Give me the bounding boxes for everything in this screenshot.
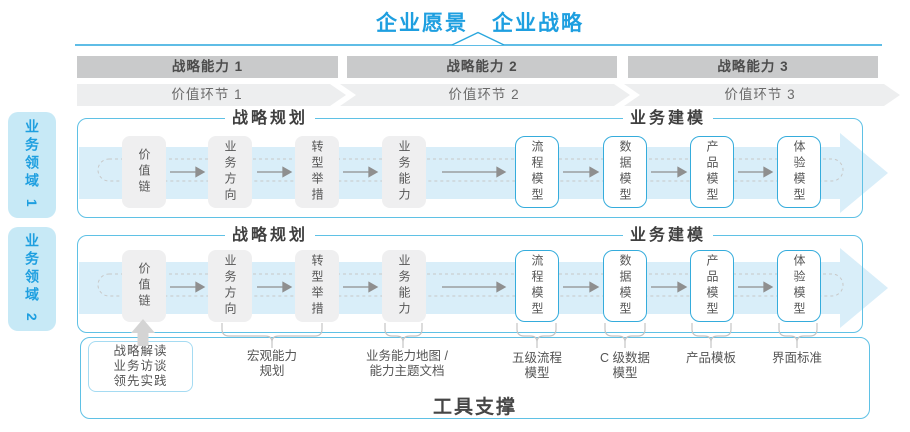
annotation-label-process-model: 五级流程 模型 [511,351,562,380]
model-box-business-direction: 业务方向 [208,136,252,208]
section-header-planning: 战略规划 [225,110,315,128]
domain-label-1: 业务领域 1 [8,112,56,218]
page-title: 企业愿景 企业战略 [50,7,910,37]
annotation-label-data-model: C 级数据 模型 [599,351,650,380]
model-box-value-chain: 价值链 [122,250,166,322]
section-header-planning: 战略规划 [225,227,315,245]
tools-container [80,337,870,419]
page-title-strategy: 企业战略 [492,12,584,35]
annotation-label-capability-map: 业务能力地图 / 能力主题文档 [366,349,448,378]
model-box-data-model: 数据模型 [603,250,647,322]
model-box-transformation: 转型举措 [295,136,339,208]
model-box-process-model: 流程模型 [515,136,559,208]
capability-band-segment: 战略能力 1 [77,56,338,78]
annotation-label-macro-capability: 宏观能力 规划 [246,349,297,378]
panel-row-2 [77,235,863,333]
model-box-product-model: 产品模型 [690,136,734,208]
model-box-product-model: 产品模型 [690,250,734,322]
annotation-label-product-template: 产品模板 [685,351,736,365]
section-header-modeling: 业务建模 [623,227,713,245]
annotation-label-ui-standard: 界面标准 [771,351,822,365]
model-box-transformation: 转型举措 [295,250,339,322]
model-box-experience-model: 体验模型 [777,250,821,322]
model-box-business-capability: 业务能力 [382,250,426,322]
model-box-business-capability: 业务能力 [382,136,426,208]
page-title-vision: 企业愿景 [376,12,468,35]
value-band-segment: 价值环节 1 [171,87,243,102]
model-box-experience-model: 体验模型 [777,136,821,208]
model-box-data-model: 数据模型 [603,136,647,208]
tools-title: 工具支撑 [432,397,517,418]
domain-label-2: 业务领域 2 [8,227,56,331]
source-practices-box: 战略解读 业务访谈 领先实践 [88,341,193,392]
model-box-business-direction: 业务方向 [208,250,252,322]
capability-band-segment: 战略能力 2 [347,56,617,78]
capability-band-segment: 战略能力 3 [628,56,878,78]
panel-row-1 [77,118,863,218]
model-box-process-model: 流程模型 [515,250,559,322]
value-band-segment: 价值环节 2 [448,87,520,102]
section-header-modeling: 业务建模 [623,110,713,128]
value-band-segment: 价值环节 3 [724,87,796,102]
model-box-value-chain: 价值链 [122,136,166,208]
